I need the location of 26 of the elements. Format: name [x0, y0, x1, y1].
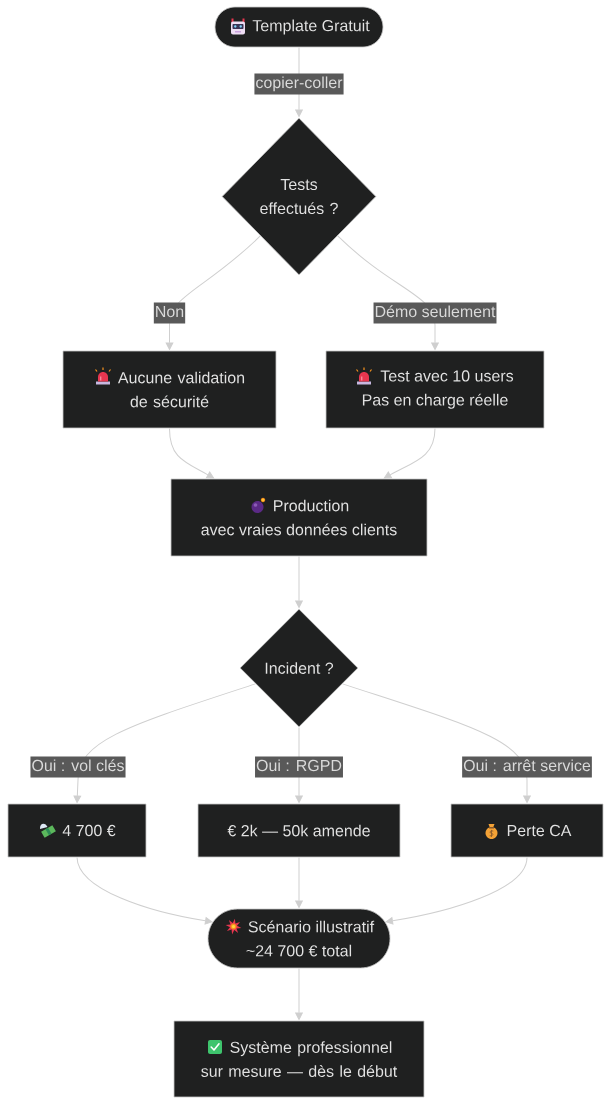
edge-label: Oui : arrêt service: [462, 756, 592, 778]
rounded-box: Template Gratuit: [214, 6, 384, 48]
process-box: Système professionnel sur mesure — dès le début: [173, 1020, 425, 1098]
arrow: [76, 856, 213, 925]
arrow: [383, 427, 436, 479]
process-box: 4 700 €: [7, 803, 147, 858]
edge-label: Non: [153, 302, 186, 324]
arrow: [165, 235, 261, 350]
edge-label: copier-coller: [254, 73, 344, 95]
arrow: [337, 235, 439, 350]
edge-label: Oui : vol clés: [30, 756, 126, 778]
process-box: Test avec 10 users Pas en charge réelle: [325, 350, 545, 429]
arrow: [342, 683, 531, 803]
arrow: [295, 856, 303, 908]
arrow: [385, 856, 528, 925]
process-box: Aucune validation de sécurité: [62, 350, 277, 429]
arrow: [169, 427, 215, 479]
arrow: [73, 683, 256, 803]
rounded-box: Scénario illustratif ~24 700 € total: [207, 908, 391, 969]
edge-label: Démo seulement: [373, 302, 497, 324]
edge-label: Oui : RGPD: [255, 756, 343, 778]
arrow: [295, 967, 303, 1020]
process-box: Production avec vraies données clients: [170, 478, 428, 557]
process-box: Perte CA: [450, 803, 604, 858]
process-box: € 2k — 50k amende: [197, 803, 401, 858]
arrow: [295, 555, 303, 608]
